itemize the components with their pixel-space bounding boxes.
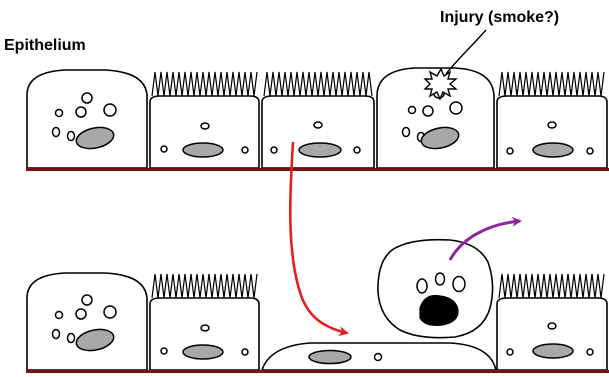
epithelium-label: Epithelium: [4, 37, 86, 54]
top-cell-1: [27, 70, 147, 168]
top-cell-5: [497, 72, 607, 168]
top-basement-membrane: [26, 168, 609, 171]
top-cell-4-injured: [377, 68, 494, 168]
bottom-cell-1: [27, 273, 147, 370]
bottom-epithelium-row: [26, 273, 609, 373]
top-epithelium-row: [26, 68, 609, 171]
injury-pointer-line: [446, 30, 486, 74]
bottom-cell-5: [497, 274, 607, 370]
extruded-injured-cell: [378, 240, 493, 338]
bottom-cell-2: [150, 274, 259, 370]
bottom-squamous-cell: [262, 343, 496, 370]
top-cell-2: [150, 72, 259, 168]
bottom-basement-membrane: [26, 370, 609, 373]
top-cell-3: [262, 72, 374, 168]
damaged-nucleus: [420, 296, 458, 326]
injury-label: Injury (smoke?): [440, 9, 559, 26]
